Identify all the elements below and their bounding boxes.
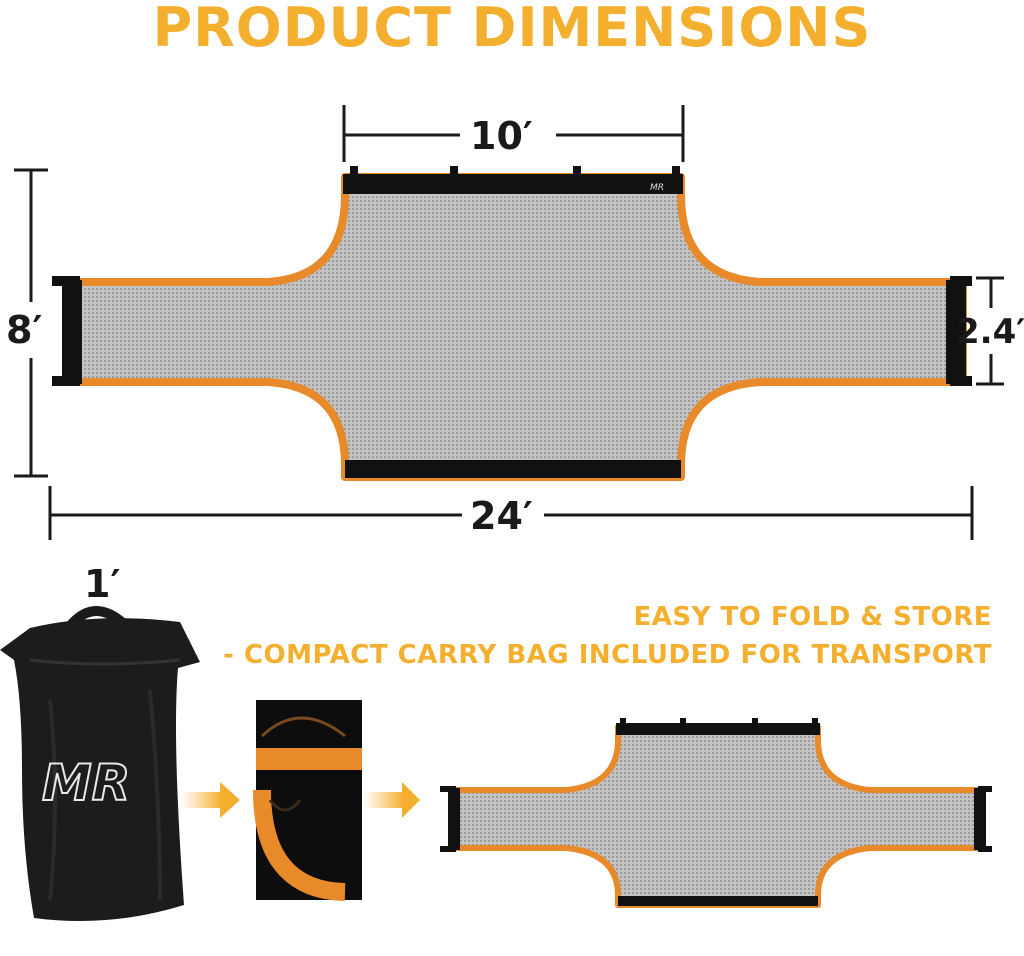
dimension-total-length: 24′ — [470, 494, 533, 538]
dimension-height: 8′ — [6, 308, 43, 352]
svg-text:MR: MR — [650, 183, 664, 193]
net-left-webbing — [62, 280, 82, 384]
svg-text:MR: MR — [42, 754, 130, 812]
info-line-1: EASY TO FOLD & STORE — [633, 602, 992, 632]
dimension-end-height: 2.4′ — [956, 312, 1024, 352]
folded-net-icon — [253, 700, 362, 901]
net-top-webbing — [343, 174, 683, 194]
arrow-right-icon — [364, 782, 420, 818]
dimension-top-width: 10′ — [470, 114, 533, 158]
dimension-bag-width: 1′ — [84, 562, 121, 606]
net-large: MR — [52, 166, 972, 481]
arrow-right-icon — [182, 782, 240, 818]
net-right-webbing — [946, 280, 966, 384]
net-bottom-webbing — [345, 460, 681, 478]
dimension-lines — [14, 105, 1004, 540]
page-title: PRODUCT DIMENSIONS — [152, 0, 872, 59]
carry-bag-icon: MR — [0, 606, 200, 922]
info-line-2: - COMPACT CARRY BAG INCLUDED FOR TRANSPO… — [223, 640, 992, 670]
net-small — [440, 718, 992, 908]
